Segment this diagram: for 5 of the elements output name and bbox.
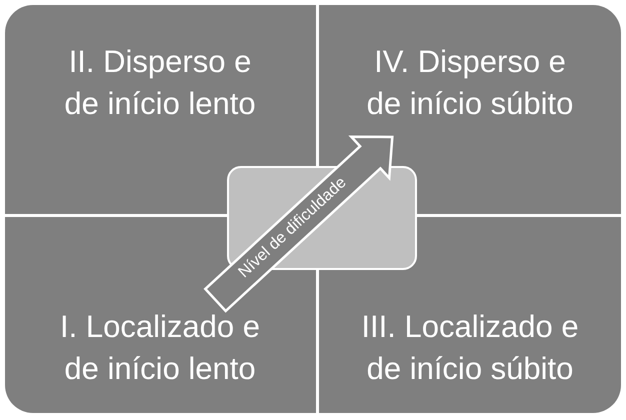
quadrant-label: III. Localizado e de início súbito bbox=[357, 306, 583, 390]
block-arrow bbox=[204, 135, 394, 313]
quadrant-label: IV. Disperso e de início súbito bbox=[359, 41, 581, 125]
quadrant-label: I. Localizado e de início lento bbox=[49, 306, 271, 390]
quadrant-label: II. Disperso e de início lento bbox=[57, 41, 263, 125]
